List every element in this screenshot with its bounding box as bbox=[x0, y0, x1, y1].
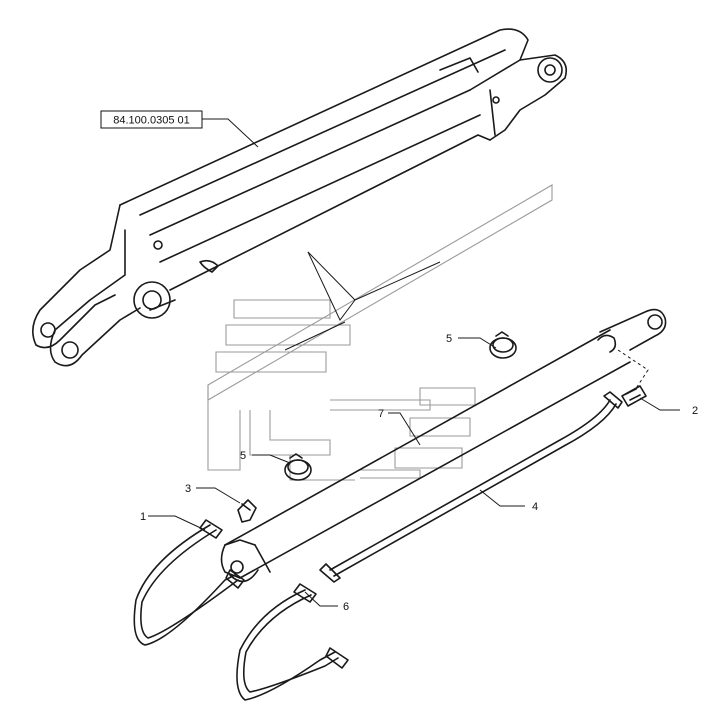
reference-number: 84.100.0305 01 bbox=[113, 115, 189, 127]
callout-1: 1 bbox=[140, 511, 146, 523]
boom-arm-icon bbox=[32, 28, 568, 367]
hydraulic-cylinder-icon bbox=[220, 308, 667, 583]
reference-callout: 84.100.0305 01 bbox=[100, 110, 259, 148]
adapter-fitting-icon bbox=[617, 349, 649, 407]
callout-5-lower: 5 bbox=[240, 450, 246, 462]
elbow-fitting-icon bbox=[237, 499, 257, 523]
hose-clamp-lower-icon bbox=[284, 453, 312, 481]
hose-clamp-upper-icon bbox=[489, 331, 517, 359]
hose-1-icon bbox=[133, 519, 245, 646]
callout-3: 3 bbox=[185, 483, 191, 495]
callout-5-upper: 5 bbox=[446, 333, 452, 345]
callout-7: 7 bbox=[378, 408, 384, 420]
watermark-arrow-lines bbox=[284, 251, 441, 351]
hose-6-icon bbox=[236, 583, 349, 701]
callout-4: 4 bbox=[532, 501, 538, 513]
steel-pipe-icon bbox=[319, 391, 623, 583]
callout-6: 6 bbox=[343, 601, 349, 613]
callout-2: 2 bbox=[692, 405, 698, 417]
callout-leaders bbox=[148, 337, 680, 607]
